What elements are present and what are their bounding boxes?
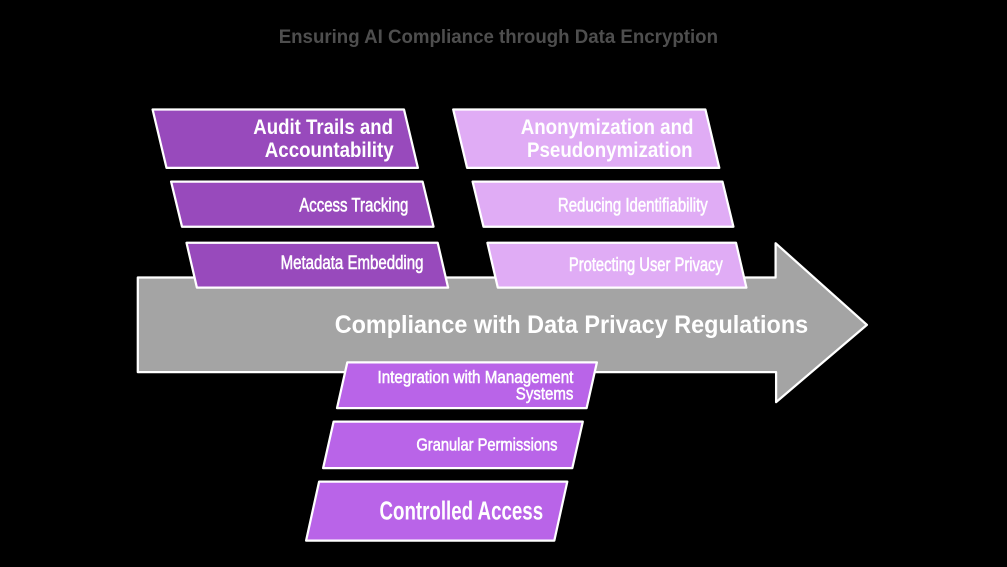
svg-text:Systems: Systems bbox=[516, 384, 574, 404]
svg-text:Reducing Identifiability: Reducing Identifiability bbox=[558, 195, 708, 216]
svg-text:Access Tracking: Access Tracking bbox=[299, 195, 408, 216]
svg-text:Metadata Embedding: Metadata Embedding bbox=[281, 253, 424, 274]
svg-text:Ensuring AI Compliance through: Ensuring AI Compliance through Data Encr… bbox=[279, 27, 718, 48]
svg-text:Granular Permissions: Granular Permissions bbox=[416, 435, 557, 455]
svg-text:Compliance with Data Privacy R: Compliance with Data Privacy Regulations bbox=[335, 311, 809, 339]
svg-text:Pseudonymization: Pseudonymization bbox=[527, 138, 693, 162]
svg-text:Integration with Management: Integration with Management bbox=[378, 367, 574, 387]
svg-text:Protecting User Privacy: Protecting User Privacy bbox=[569, 255, 723, 276]
svg-text:Controlled Access: Controlled Access bbox=[380, 496, 544, 526]
svg-text:Audit Trails and: Audit Trails and bbox=[253, 115, 393, 139]
svg-text:Accountability: Accountability bbox=[265, 138, 394, 162]
svg-text:Anonymization and: Anonymization and bbox=[521, 115, 694, 139]
